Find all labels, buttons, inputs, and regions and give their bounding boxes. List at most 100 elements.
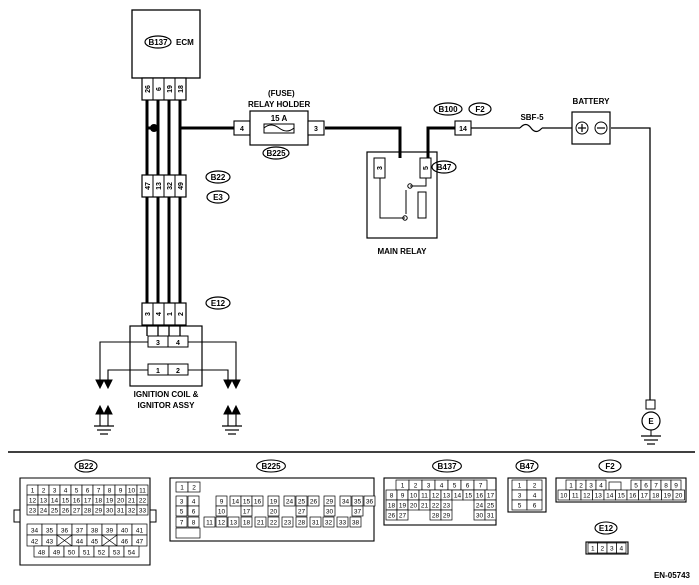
- b225-pin: 31: [312, 520, 320, 527]
- b137-pin: 22: [432, 503, 440, 510]
- b225-cell: [281, 516, 294, 528]
- b225-cell: [336, 516, 349, 528]
- b22-pin: 17: [84, 498, 92, 505]
- b137-pin: 18: [388, 503, 396, 510]
- b22-cell: [136, 504, 149, 516]
- b137-pin: 8: [390, 493, 394, 500]
- b22-pin: 19: [106, 498, 114, 505]
- b225-pin: 20: [270, 509, 278, 516]
- b22-cell: [131, 534, 148, 547]
- b225-pin: 10: [218, 509, 226, 516]
- b22-pinout-tag: B22: [79, 462, 94, 471]
- b225-cell: [283, 495, 296, 507]
- b225-cell: [349, 516, 362, 528]
- b225-cell: [351, 505, 364, 517]
- b137-pin: 27: [399, 513, 407, 520]
- b22-pin: 34: [31, 528, 39, 535]
- b137-pin: 29: [443, 513, 451, 520]
- b225-cell: [254, 516, 267, 528]
- b225-pin: 6: [192, 509, 196, 516]
- b22-pin: 32: [128, 508, 136, 515]
- b225-pinout-tag: B225: [261, 462, 281, 471]
- b22-pin: 44: [76, 539, 84, 546]
- b225-pin: 36: [366, 499, 374, 506]
- ecm-block: B137 ECM 26 6 19 18: [131, 9, 201, 101]
- b225-pin: 38: [352, 520, 360, 527]
- b22-pin: 54: [128, 550, 136, 557]
- ignition-coil-assy: [94, 325, 242, 435]
- b225-pin: 12: [218, 520, 226, 527]
- b22-pin: 50: [68, 550, 76, 557]
- e12-pin: 2: [178, 312, 185, 316]
- b22-pin: 14: [51, 498, 59, 505]
- b225-pin: 9: [220, 499, 224, 506]
- f2-pin: 19: [664, 493, 672, 500]
- b22-pin: 3: [53, 488, 57, 495]
- f2-pin: 18: [652, 493, 660, 500]
- b100-tag: B100: [438, 105, 458, 114]
- coil-pin: 1: [156, 368, 160, 375]
- ecm-connector-tag: B137: [148, 38, 168, 47]
- b137-pin: 21: [421, 503, 429, 510]
- b47-pin: 5: [518, 503, 522, 510]
- f2-pin: 2: [579, 483, 583, 490]
- b47-cell: [526, 499, 543, 511]
- b225-cell: [215, 505, 228, 517]
- f2-cell: [672, 489, 685, 501]
- b225-pin: 5: [180, 509, 184, 516]
- b47-pinout-tag-ellipse: [515, 459, 539, 473]
- ecm-pin: 6: [156, 87, 163, 91]
- b22-pin: 37: [76, 528, 84, 535]
- b225-pin: 15: [243, 499, 251, 506]
- e12-pin: 3: [145, 312, 152, 316]
- b22-pin: 13: [156, 182, 163, 190]
- b22-blank: [101, 534, 118, 547]
- ecm-pin: 19: [167, 85, 174, 93]
- f2-pin: 16: [629, 493, 637, 500]
- b22-pin: 21: [128, 498, 136, 505]
- b22-pin: 33: [139, 508, 147, 515]
- b22-blank: [56, 534, 73, 547]
- b225-cell: [322, 516, 335, 528]
- f2-pin: 20: [675, 493, 683, 500]
- b225-pin: 27: [298, 509, 306, 516]
- splice-dot: [150, 124, 158, 132]
- b22-pin: 18: [95, 498, 103, 505]
- b225-pin: 25: [298, 499, 306, 506]
- sbf-label: SBF-5: [520, 113, 544, 122]
- b22-pin: 40: [121, 528, 129, 535]
- b22-pin: 8: [108, 488, 112, 495]
- b225-cell: [339, 495, 352, 507]
- fuse-rating: 15 A: [271, 114, 288, 123]
- b225-pin: 14: [232, 499, 240, 506]
- b137-pin: 19: [399, 503, 407, 510]
- b225-pin: 17: [243, 509, 251, 516]
- b137-cell: [484, 509, 497, 521]
- f2-pinout-tag-ellipse: [598, 459, 622, 473]
- b22-pin: 43: [46, 539, 54, 546]
- b137-pin: 31: [487, 513, 495, 520]
- b225-pin: 34: [342, 499, 350, 506]
- b137-pin: 4: [440, 483, 444, 490]
- f2-pin: 8: [664, 483, 668, 490]
- b137-pin: 2: [414, 483, 418, 490]
- b137-pin: 30: [476, 513, 484, 520]
- b22-pin: 25: [51, 508, 59, 515]
- b22-pin: 49: [178, 182, 185, 190]
- b137-pin: 5: [453, 483, 457, 490]
- b225-pin: 29: [326, 499, 334, 506]
- b22-pin: 48: [38, 550, 46, 557]
- b225-cell: [203, 516, 216, 528]
- b225-pin: 35: [354, 499, 362, 506]
- f2-pin: 12: [583, 493, 591, 500]
- b225-cell: [363, 495, 376, 507]
- b137-pin: 13: [443, 493, 451, 500]
- b47-pin: 4: [533, 493, 537, 500]
- f2-tag: F2: [475, 105, 485, 114]
- b22-pin: 45: [91, 539, 99, 546]
- figure-code: EN-05743: [654, 571, 691, 580]
- ground-tag: E: [648, 417, 654, 426]
- b22-pin: 41: [136, 528, 144, 535]
- b22-pin: 15: [62, 498, 70, 505]
